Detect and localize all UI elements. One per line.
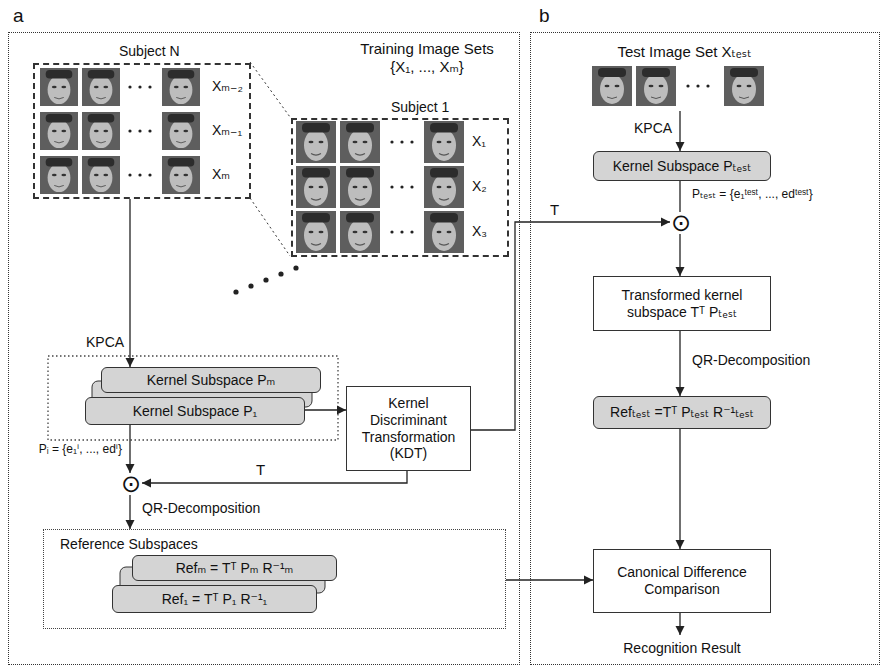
face-image [424,211,464,253]
face-images [296,121,464,253]
face-image [424,121,464,163]
reference-box: Refₜₑₛₜ =Tᵀ Pₜₑₛₜ R⁻¹ₜₑₛₜ [593,396,771,429]
panel-frame: bTest Image Set XₜₑₛₜKernel Subspace Pₜₑ… [530,32,880,665]
flow-arrow [679,429,680,549]
node-text: Kernel Subspace P₁ [133,403,258,420]
flow-arrow [305,409,346,410]
ellipsis-dots [390,140,413,233]
process-box: Transformed kernel subspace Tᵀ Pₜₑₛₜ [593,276,771,331]
edge-label: KPCA [632,120,674,137]
subspace-box: Kernel Subspace Pₜₑₛₜ [593,151,771,181]
flow-arrow [129,199,130,367]
face-image [592,66,632,106]
group-heading: Reference Subspaces [60,536,198,553]
set-label: X₁ [470,133,488,150]
group-heading: Subject N [119,43,180,60]
flow-arrow [679,331,680,396]
face-image [296,121,336,163]
group-heading: Test Image Set Xₜₑₛₜ [586,43,783,61]
face-image [340,211,380,253]
face-image [162,156,200,194]
subspace-box: Kernel Subspace P₁ [85,397,305,425]
flow-arrow [129,495,130,529]
face-image [40,112,78,150]
face-image [636,66,676,106]
face-image [296,211,336,253]
node-text: ⊙ [121,473,141,495]
face-image [340,121,380,163]
face-image [340,166,380,208]
edge-label: QR-Decomposition [690,352,812,369]
node-text: Ref₁ = Tᵀ P₁ R⁻¹₁ [162,591,268,608]
ellipsis-dots [128,85,151,176]
node-text: Kernel Subspace Pₜₑₛₜ [613,158,752,175]
face-image [82,68,120,106]
ellipsis-dots [686,84,709,87]
set-label: Xₘ₋₁ [210,122,244,139]
node-text: Refₜₑₛₜ =Tᵀ Pₜₑₛₜ R⁻¹ₜₑₛₜ [610,404,754,421]
reference-group: Reference SubspacesRefₘ = Tᵀ Pₘ R⁻¹ₘRef₁… [43,529,506,629]
group-heading: b [539,5,550,28]
flow-arrow [679,234,680,276]
zoom-lines [250,62,290,256]
continuation-dots [233,265,298,294]
node-text: Refₘ = Tᵀ Pₘ R⁻¹ₘ [176,560,294,577]
face-image [40,156,78,194]
face-image [82,156,120,194]
test-image-set: Test Image Set Xₜₑₛₜ [586,39,783,111]
edge-label: QR-Decomposition [140,500,262,517]
flow-arrow [679,181,680,212]
reference-box: Refₘ = Tᵀ Pₘ R⁻¹ₘ [132,555,337,581]
reference-box: Ref₁ = Tᵀ P₁ R⁻¹₁ [112,585,317,613]
operator-symbol: ⊙ [670,212,692,234]
face-images [40,68,200,194]
group-heading: Subject 1 [391,99,449,116]
group-heading: a [13,5,24,28]
face-image [724,66,764,106]
set-label: X₂ [470,178,489,195]
face-image [162,112,200,150]
face-image [296,166,336,208]
face-image [424,166,464,208]
node-text: Kernel Subspace Pₘ [147,372,276,389]
set-title: Training Image Sets {X₁, ..., Xₘ} [350,40,504,76]
flow-arrow [142,471,407,483]
subspace-box: Kernel Subspace Pₘ [101,367,321,393]
node-text: Canonical Difference Comparison [600,564,764,598]
face-images [592,66,764,106]
edge-label: T [548,201,561,219]
flow-arrow [129,425,130,473]
node-text: Kernel Discriminant Transformation (KDT) [353,395,464,462]
result-arrow [679,612,680,635]
flow-arrow [679,111,680,151]
process-box: Kernel Discriminant Transformation (KDT) [346,386,471,471]
result-label: Recognition Result [610,640,754,657]
face-image [82,112,120,150]
group-frame [48,356,338,440]
set-label: Xₘ₋₂ [210,78,245,95]
operator-symbol: ⊙ [120,473,142,495]
edge-label: Pᵢ = {e₁ⁱ, ..., edⁱ} [37,442,124,456]
set-label: Xₘ [210,166,232,183]
edge-label: KPCA [84,334,126,351]
face-image [40,68,78,106]
process-box: Canonical Difference Comparison [593,549,771,613]
edge-label: Pₜₑₛₜ = {e₁ᵗᵉˢᵗ, ..., edᵗᵉˢᵗ} [690,187,815,201]
set-label: X₃ [470,223,489,240]
face-image [162,68,200,106]
node-text: Transformed kernel subspace Tᵀ Pₜₑₛₜ [600,287,764,321]
node-text: ⊙ [671,212,691,234]
edge-label: T [254,461,267,479]
